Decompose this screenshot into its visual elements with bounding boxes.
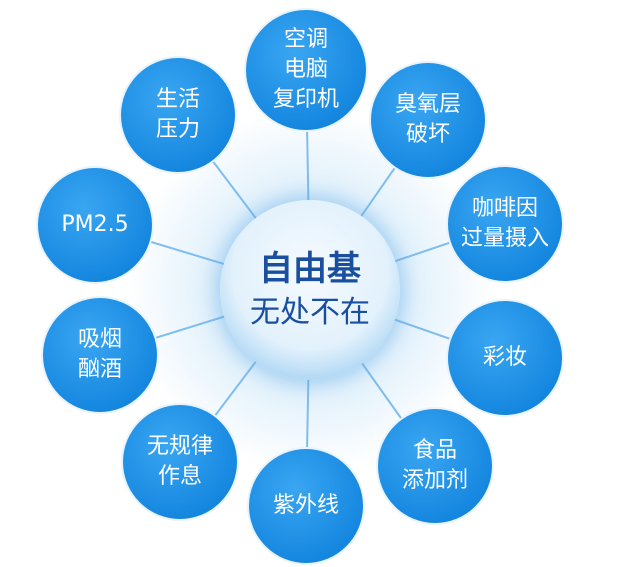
- factor-label: 电脑: [283, 57, 328, 82]
- center-title: 自由基: [259, 249, 361, 289]
- factor-label: 吸烟: [77, 327, 122, 352]
- factor-label: 食品: [412, 438, 457, 463]
- factor-label: 复印机: [272, 87, 339, 112]
- factor-label: PM2.5: [61, 212, 129, 237]
- factor-label: 生活: [155, 87, 200, 112]
- factor-label: 作息: [157, 464, 202, 489]
- factor-node: 吸烟酗酒: [43, 298, 157, 412]
- factor-label: 空调: [283, 27, 328, 52]
- factor-node: 空调电脑复印机: [246, 10, 366, 130]
- factor-label: 臭氧层: [394, 92, 461, 117]
- factor-label: 压力: [155, 117, 200, 142]
- factor-node: 臭氧层破坏: [371, 63, 485, 177]
- factor-node: 食品添加剂: [378, 409, 492, 523]
- center-circle: 自由基 无处不在: [220, 200, 400, 380]
- factor-label: 酗酒: [77, 357, 122, 382]
- factor-node: 生活压力: [121, 58, 235, 172]
- factor-node: 咖啡因过量摄入: [448, 167, 562, 281]
- factor-label: 添加剂: [401, 468, 468, 493]
- center-subtitle: 无处不在: [250, 295, 370, 330]
- factor-node: 彩妆: [448, 301, 562, 415]
- factor-label: 彩妆: [482, 345, 527, 370]
- factor-label: 咖啡因: [471, 196, 538, 221]
- factor-label: 无规律: [146, 434, 213, 459]
- factor-node: PM2.5: [38, 168, 152, 282]
- factor-node: 紫外线: [249, 449, 363, 563]
- factor-node: 无规律作息: [123, 405, 237, 519]
- factor-label: 紫外线: [272, 493, 339, 518]
- factor-label: 破坏: [405, 122, 450, 147]
- factor-label: 过量摄入: [460, 226, 549, 251]
